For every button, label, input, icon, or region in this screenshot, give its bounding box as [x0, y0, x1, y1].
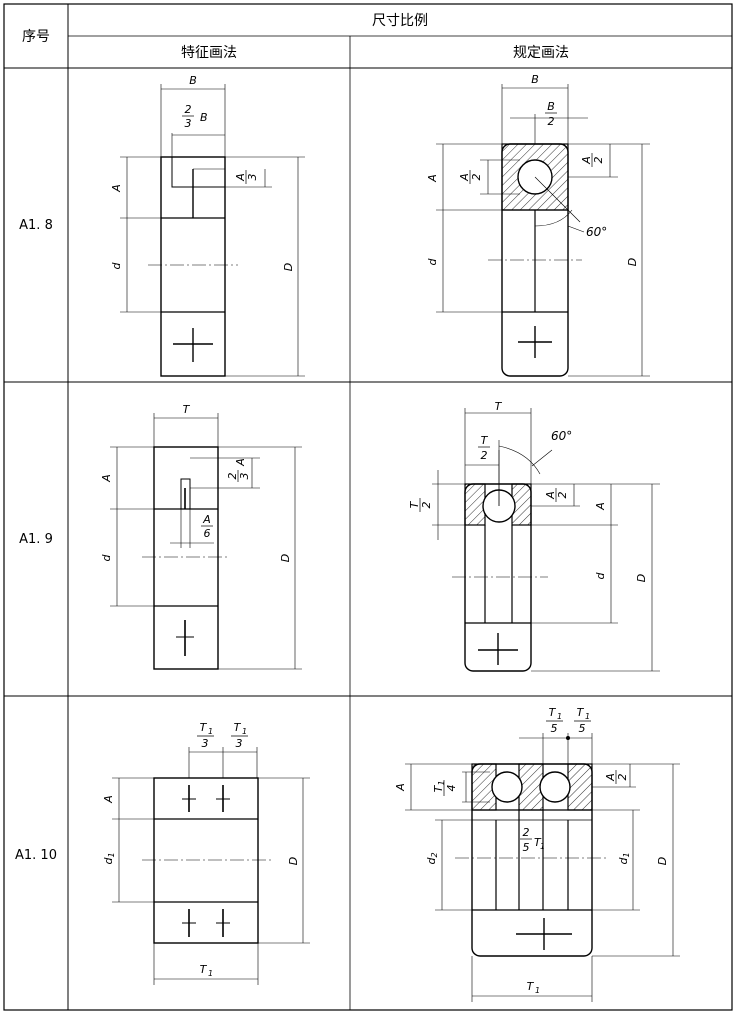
- dim-d-label: d: [110, 261, 123, 269]
- dim-frac-num: A: [234, 173, 247, 182]
- specified-method-header: 规定画法: [513, 45, 569, 61]
- dim-d-label: D: [656, 857, 669, 865]
- dim-a-label: A: [102, 795, 115, 804]
- subscript: 1: [107, 852, 116, 857]
- subscript: 1: [242, 727, 247, 736]
- dim-b-label: B: [531, 73, 539, 86]
- dim-frac-den: 5: [551, 722, 558, 735]
- dim-frac-num: T: [432, 784, 445, 792]
- dim-a-label: A: [100, 474, 113, 483]
- a1-9-feature-drawing: [110, 413, 302, 670]
- a1-8-feature-labels: B 2 3 B A d A 3 D: [110, 74, 295, 271]
- dim-frac-den: 2: [481, 449, 488, 462]
- dim-a-label: A: [234, 458, 247, 467]
- dim-a-label: A: [110, 184, 123, 193]
- dim-a-label: A: [594, 502, 607, 511]
- dim-d-label: D: [635, 574, 648, 582]
- dim-frac-num: T: [234, 721, 242, 734]
- a1-10-specified-labels: T 1 5 T 1 5 A T 1 4 d 2 2 5 T 1 A 2 d 1 …: [394, 706, 669, 995]
- dim-frac-den: 3: [238, 473, 251, 480]
- dim-frac-den: 3: [236, 737, 243, 750]
- dim-t-label: T: [527, 980, 535, 993]
- dim-frac-den: 2: [420, 502, 433, 509]
- dim-frac-num: B: [547, 100, 555, 113]
- a1-9-specified-drawing: [432, 408, 660, 672]
- seq-header: 序号: [22, 29, 50, 45]
- a1-10-specified-drawing: [405, 733, 680, 1002]
- dim-frac-num: A: [458, 173, 471, 182]
- dim-frac-den: 5: [523, 841, 530, 854]
- dim-frac-den: 3: [185, 117, 192, 130]
- angle-label: 60°: [586, 225, 607, 239]
- dim-frac-num: T: [481, 434, 489, 447]
- dim-d-label: D: [282, 263, 295, 271]
- dim-frac-den: 3: [246, 174, 259, 181]
- dim-frac-num: T: [549, 706, 557, 719]
- dim-d-label: d: [426, 257, 439, 265]
- dim-frac-num: A: [202, 513, 211, 526]
- a1-8-specified-labels: B B 2 A d A 2 A 2 D 60°: [426, 73, 639, 266]
- dim-frac-num: 2: [523, 826, 530, 839]
- dim-frac-num: A: [604, 773, 617, 782]
- a1-8-specified-drawing: [436, 84, 650, 377]
- dim-frac-num: T: [200, 721, 208, 734]
- dim-a-label: A: [394, 783, 407, 792]
- dim-b-label: B: [200, 111, 208, 124]
- dim-frac-den: 2: [470, 174, 483, 181]
- a1-8-feature-drawing: [120, 84, 305, 377]
- dim-frac-den: 2: [592, 157, 605, 164]
- dim-frac-den: 4: [445, 785, 458, 792]
- dim-d-label: D: [279, 554, 292, 562]
- subscript: 1: [208, 969, 213, 978]
- dim-frac-den: 5: [579, 722, 586, 735]
- table-grid: [3, 3, 733, 1011]
- dim-a-label: A: [426, 174, 439, 183]
- dim-d-label: d: [594, 571, 607, 579]
- dim-t-label: T: [183, 403, 191, 416]
- dim-d-label: d: [617, 856, 630, 864]
- subscript: 1: [585, 712, 590, 721]
- dim-frac-num: A: [580, 156, 593, 165]
- dim-frac-num: T: [408, 500, 421, 508]
- dim-frac-den: 6: [204, 527, 211, 540]
- dim-d-label: D: [626, 258, 639, 266]
- a1-9-feature-labels: T A d 2 3 A A 6 D: [100, 403, 292, 562]
- dim-frac-den: 2: [616, 774, 629, 781]
- dim-t-label: T: [534, 836, 542, 849]
- a1-10-feature-labels: T 1 3 T 1 3 A d 1 D T 1: [102, 721, 300, 978]
- dim-d-label: d: [425, 856, 438, 864]
- dim-t-label: T: [200, 963, 208, 976]
- dim-frac-num: 2: [185, 103, 192, 116]
- dim-t-label: T: [495, 400, 503, 413]
- feature-method-header: 特征画法: [181, 45, 237, 61]
- dim-frac-num: 2: [226, 473, 239, 480]
- dim-b-label: B: [189, 74, 197, 87]
- a1-9-specified-labels: T T 2 60° T 2 A 2 A d D: [408, 400, 648, 582]
- a1-10-feature-drawing: [112, 747, 310, 985]
- size-ratio-header: 尺寸比例: [372, 13, 428, 29]
- row-id-a1-10: A1. 10: [15, 848, 57, 863]
- row-id-a1-9: A1. 9: [19, 532, 53, 547]
- subscript: 1: [557, 712, 562, 721]
- subscript: 2: [430, 852, 439, 857]
- subscript: 1: [535, 986, 540, 995]
- dim-d-label: D: [287, 857, 300, 865]
- row-id-a1-8: A1. 8: [19, 218, 53, 233]
- dim-frac-num: T: [577, 706, 585, 719]
- dim-d-label: d: [102, 856, 115, 864]
- subscript: 1: [208, 727, 213, 736]
- dim-frac-num: A: [544, 491, 557, 500]
- dim-d-label: d: [100, 553, 113, 561]
- dim-frac-den: 2: [548, 115, 555, 128]
- subscript: 1: [622, 852, 631, 857]
- subscript: 1: [437, 780, 446, 785]
- dim-frac-den: 2: [556, 492, 569, 499]
- dim-frac-den: 3: [202, 737, 209, 750]
- subscript: 1: [540, 842, 545, 851]
- angle-label: 60°: [551, 429, 572, 443]
